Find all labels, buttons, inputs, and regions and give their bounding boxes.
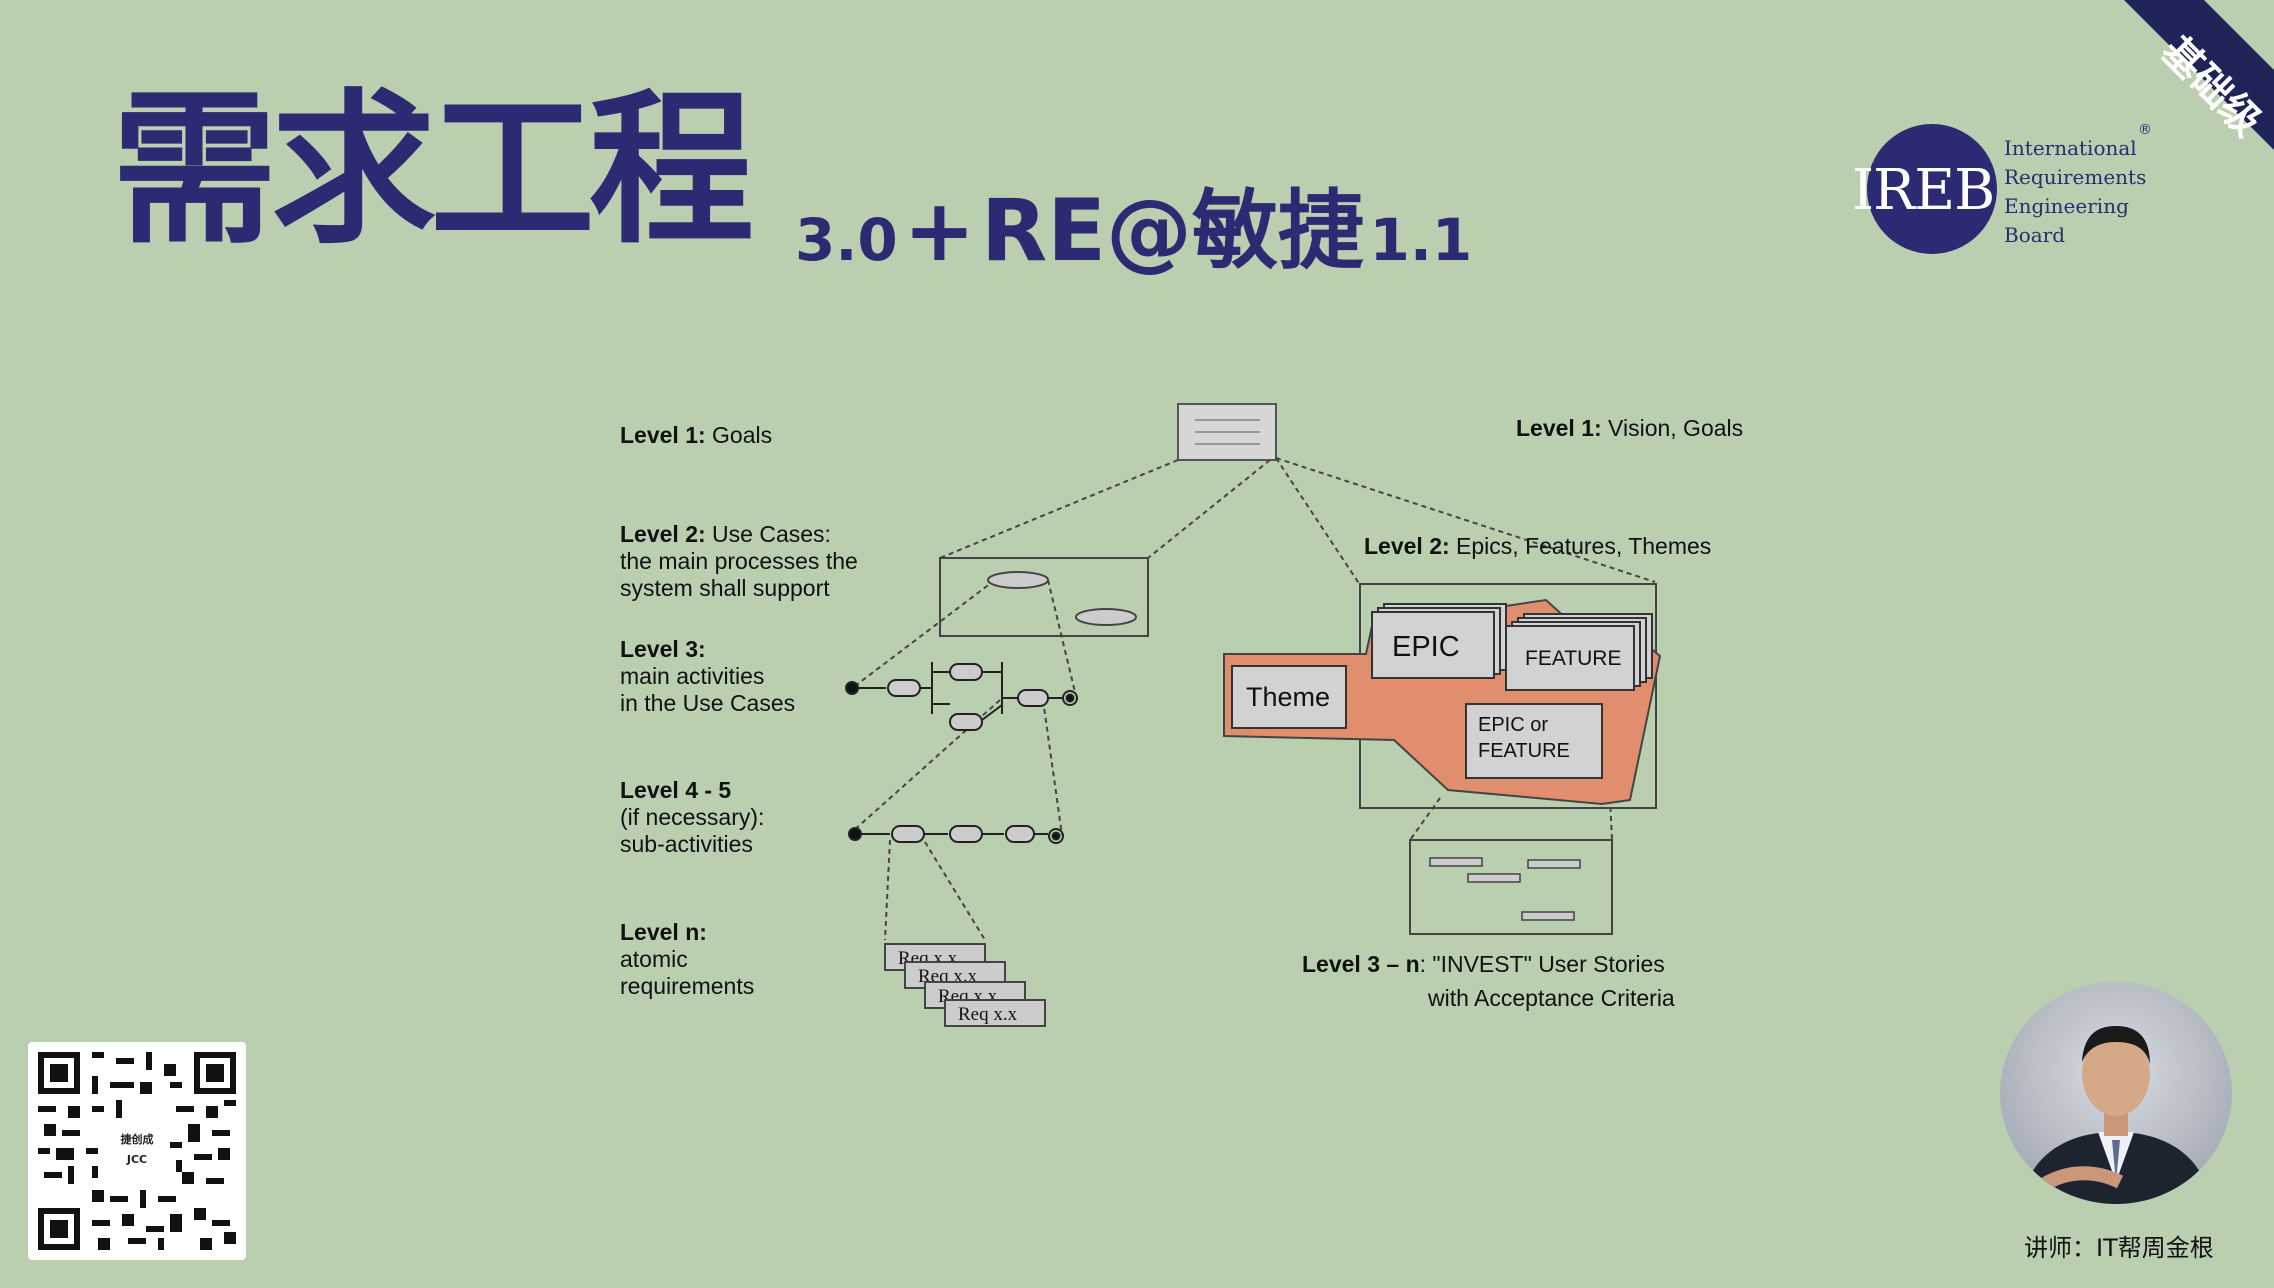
left-level2-line3: system shall support	[620, 575, 830, 601]
use-case-box	[939, 557, 1149, 637]
left-level45-label: Level 4 - 5	[620, 777, 731, 803]
left-leveln-line2: atomic	[620, 946, 688, 972]
left-leveln-label: Level n:	[620, 919, 707, 945]
qr-code-pattern	[38, 1052, 236, 1250]
ireb-logo-circle	[1867, 124, 1997, 254]
right-level2-label: Level 2: Epics, Features, Themes	[1364, 533, 1711, 559]
qr-center-logo: 捷创成 JCC	[104, 1130, 170, 1174]
activity-flow	[845, 662, 1078, 731]
right-level1-label: Level 1: Vision, Goals	[1516, 415, 1743, 441]
left-level3-line3: in the Use Cases	[620, 690, 795, 716]
plus-sign: +	[903, 181, 976, 281]
goal-document-icon	[1177, 403, 1277, 461]
left-level2-label: Level 2: Use Cases:	[620, 521, 831, 547]
epic-or-feature-card	[1465, 703, 1603, 779]
epic-or-label: EPIC or	[1478, 714, 1548, 736]
lecturer-portrait	[2000, 982, 2232, 1204]
right-level3n-label: Level 3 – n: "INVEST" User Stories	[1302, 951, 1665, 977]
subtitle-agile: RE@敏捷	[980, 181, 1364, 281]
ireb-line-4: Board	[2004, 223, 2066, 247]
version-primary: 3.0	[795, 206, 898, 274]
agile-backlog-box: EPIC FEATURE Theme EPIC or FEATURE	[1223, 583, 1662, 809]
left-level1-label: Level 1: Goals	[620, 422, 772, 448]
qr-code: 捷创成 JCC	[28, 1042, 246, 1260]
ireb-line-3: Engineering	[2004, 194, 2129, 218]
feature-card	[1505, 625, 1635, 691]
dashed-connectors	[851, 457, 1656, 941]
left-level3-label: Level 3:	[620, 636, 706, 662]
left-level2-line2: the main processes the	[620, 548, 858, 574]
left-level45-line3: sub-activities	[620, 831, 753, 857]
version-secondary: 1.1	[1369, 206, 1473, 274]
page-title: 需求工程	[112, 74, 754, 266]
page-subtitle: 3.0 + RE@敏捷 1.1	[795, 160, 1472, 285]
lecturer-name: 讲师：IT帮周金根	[2024, 1234, 2214, 1262]
epic-card	[1371, 611, 1495, 679]
feature-label: FEATURE	[1525, 647, 1621, 670]
left-leveln-line3: requirements	[620, 973, 754, 999]
theme-label: Theme	[1246, 682, 1330, 712]
epic-or-feature-label: FEATURE	[1478, 740, 1570, 762]
registered-mark: ®	[2138, 122, 2152, 138]
right-level3n-line2: with Acceptance Criteria	[1427, 985, 1675, 1011]
epic-label: EPIC	[1392, 631, 1460, 663]
atomic-requirements-stack: Req x.x Req x.x Req x.x Req x.x	[884, 943, 1046, 1027]
left-level3-line2: main activities	[620, 663, 764, 689]
qr-center-line-1: 捷创成	[120, 1133, 154, 1146]
ireb-line-1: International	[2004, 136, 2137, 160]
ireb-line-2: Requirements	[2004, 165, 2147, 189]
ireb-logo: IREB International Requirements Engineer…	[1852, 122, 2152, 262]
theme-card	[1231, 665, 1347, 729]
left-level45-line2: (if necessary):	[620, 804, 764, 830]
ireb-logo-letters: IREB	[1852, 158, 1995, 223]
ireb-logo-text: International Requirements Engineering B…	[2004, 134, 2146, 250]
portrait-image	[2020, 1026, 2212, 1204]
sub-activity-flow	[848, 825, 1064, 844]
user-stories-box	[1409, 839, 1613, 935]
req-card-4: Req x.x	[958, 1004, 1018, 1025]
level-ribbon: 基础级	[2014, 0, 2274, 220]
qr-center-line-2: JCC	[126, 1153, 148, 1166]
